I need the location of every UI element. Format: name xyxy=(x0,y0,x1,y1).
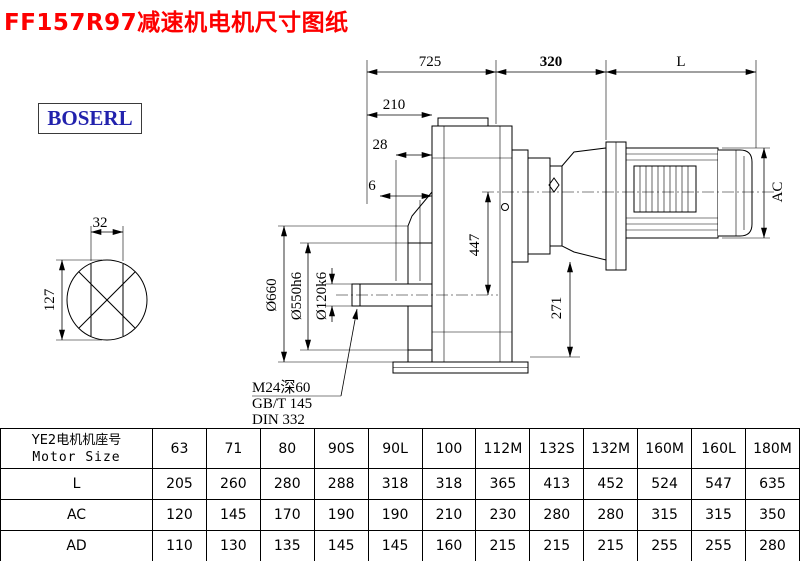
table-row-ad: AD 110 130 135 145 145 160 215 215 215 2… xyxy=(0,530,800,561)
table-cell: 170 xyxy=(259,499,315,531)
motor-size-col: 63 xyxy=(152,428,207,469)
table-cell: 215 xyxy=(583,530,639,561)
table-cell: 145 xyxy=(367,530,423,561)
motor-body xyxy=(605,141,753,271)
motor-size-label-cn: YE2电机机座号 xyxy=(31,432,122,448)
left-face-dimensions: 210 28 6 xyxy=(366,97,433,281)
dim-label-210: 210 xyxy=(383,97,406,113)
table-cell: 315 xyxy=(637,499,693,531)
table-cell: 255 xyxy=(637,530,693,561)
dim-label-dia120: Ø120k6 xyxy=(314,271,330,320)
table-cell: 280 xyxy=(259,468,315,500)
boserl-logo: BOSERL xyxy=(38,103,142,134)
motor-size-col: 132M xyxy=(583,428,639,469)
dim-label-dia660: Ø660 xyxy=(264,278,280,311)
motor-size-col: 80 xyxy=(259,428,315,469)
page-title: FF157R97减速机电机尺寸图纸 xyxy=(4,10,349,36)
table-cell: 635 xyxy=(744,468,800,500)
table-cell: 190 xyxy=(313,499,369,531)
table-cell: 145 xyxy=(313,530,369,561)
table-cell: 230 xyxy=(475,499,531,531)
dim-label-320: 320 xyxy=(540,54,563,70)
table-row-l: L 205 260 280 288 318 318 365 413 452 52… xyxy=(0,468,800,500)
dim-label-28: 28 xyxy=(373,137,388,153)
table-cell: 205 xyxy=(152,468,207,500)
motor-dimension-table: YE2电机机座号 Motor Size 63 71 80 90S 90L 100… xyxy=(0,428,800,561)
cooling-fins xyxy=(633,165,697,213)
row-label-ac: AC xyxy=(0,499,153,531)
dim-label-6: 6 xyxy=(368,178,376,194)
table-cell: 318 xyxy=(367,468,423,500)
motor-size-col: 100 xyxy=(421,428,477,469)
motor-size-col: 90S xyxy=(313,428,369,469)
row-label-ad: AD xyxy=(0,530,153,561)
table-header-row: YE2电机机座号 Motor Size 63 71 80 90S 90L 100… xyxy=(0,428,800,469)
vertical-dimensions: 447 271 AC xyxy=(467,147,786,358)
table-cell: 547 xyxy=(691,468,746,500)
table-cell: 280 xyxy=(529,499,585,531)
gearbox-housing xyxy=(392,117,529,374)
table-cell: 350 xyxy=(744,499,800,531)
dim-label-motor-length: L xyxy=(676,54,685,70)
dim-label-dia550: Ø550h6 xyxy=(289,271,305,320)
table-cell: 215 xyxy=(475,530,531,561)
table-cell: 260 xyxy=(205,468,261,500)
technical-drawing: 32 127 xyxy=(42,54,786,428)
dim-label-725: 725 xyxy=(419,54,442,70)
motor-size-col: 112M xyxy=(475,428,531,469)
table-cell: 280 xyxy=(744,530,800,561)
top-dimensions: 725 320 L xyxy=(366,54,757,204)
table-cell: 255 xyxy=(691,530,746,561)
centerlines xyxy=(336,191,776,296)
thread-notes: M24深60 GB/T 145 DIN 332 xyxy=(252,308,359,428)
dim-label-447: 447 xyxy=(467,233,483,256)
dim-label-ac: AC xyxy=(770,182,786,203)
dim-label-32: 32 xyxy=(93,215,108,231)
shaft-end-view: 32 127 xyxy=(42,215,148,341)
note-thread: M24深60 xyxy=(252,379,310,396)
table-cell: 160 xyxy=(421,530,477,561)
diameter-dimensions: Ø660 Ø550h6 Ø120k6 xyxy=(264,225,408,363)
table-cell: 413 xyxy=(529,468,585,500)
table-cell: 135 xyxy=(259,530,315,561)
table-cell: 120 xyxy=(152,499,207,531)
motor-size-header-cell: YE2电机机座号 Motor Size xyxy=(0,428,153,469)
fan-cover xyxy=(718,149,753,237)
table-cell: 524 xyxy=(637,468,693,500)
table-cell: 280 xyxy=(583,499,639,531)
table-cell: 315 xyxy=(691,499,746,531)
table-cell: 288 xyxy=(313,468,369,500)
table-cell: 452 xyxy=(583,468,639,500)
motor-size-col: 90L xyxy=(367,428,423,469)
motor-size-col: 71 xyxy=(205,428,261,469)
table-cell: 210 xyxy=(421,499,477,531)
motor-size-label-en: Motor Size xyxy=(32,449,121,465)
table-cell: 365 xyxy=(475,468,531,500)
table-cell: 190 xyxy=(367,499,423,531)
table-cell: 318 xyxy=(421,468,477,500)
adapter-coupling xyxy=(511,147,607,263)
table-cell: 215 xyxy=(529,530,585,561)
motor-size-col: 180M xyxy=(744,428,800,469)
note-gb-standard: GB/T 145 xyxy=(252,396,312,412)
motor-size-col: 132S xyxy=(529,428,585,469)
motor-size-col: 160M xyxy=(637,428,693,469)
table-row-ac: AC 120 145 170 190 190 210 230 280 280 3… xyxy=(0,499,800,531)
motor-size-col: 160L xyxy=(691,428,746,469)
note-din-standard: DIN 332 xyxy=(252,412,305,428)
table-cell: 145 xyxy=(205,499,261,531)
row-label-l: L xyxy=(0,468,153,500)
table-cell: 130 xyxy=(205,530,261,561)
dim-label-271: 271 xyxy=(549,297,565,320)
dim-label-127: 127 xyxy=(42,288,58,311)
table-cell: 110 xyxy=(152,530,207,561)
